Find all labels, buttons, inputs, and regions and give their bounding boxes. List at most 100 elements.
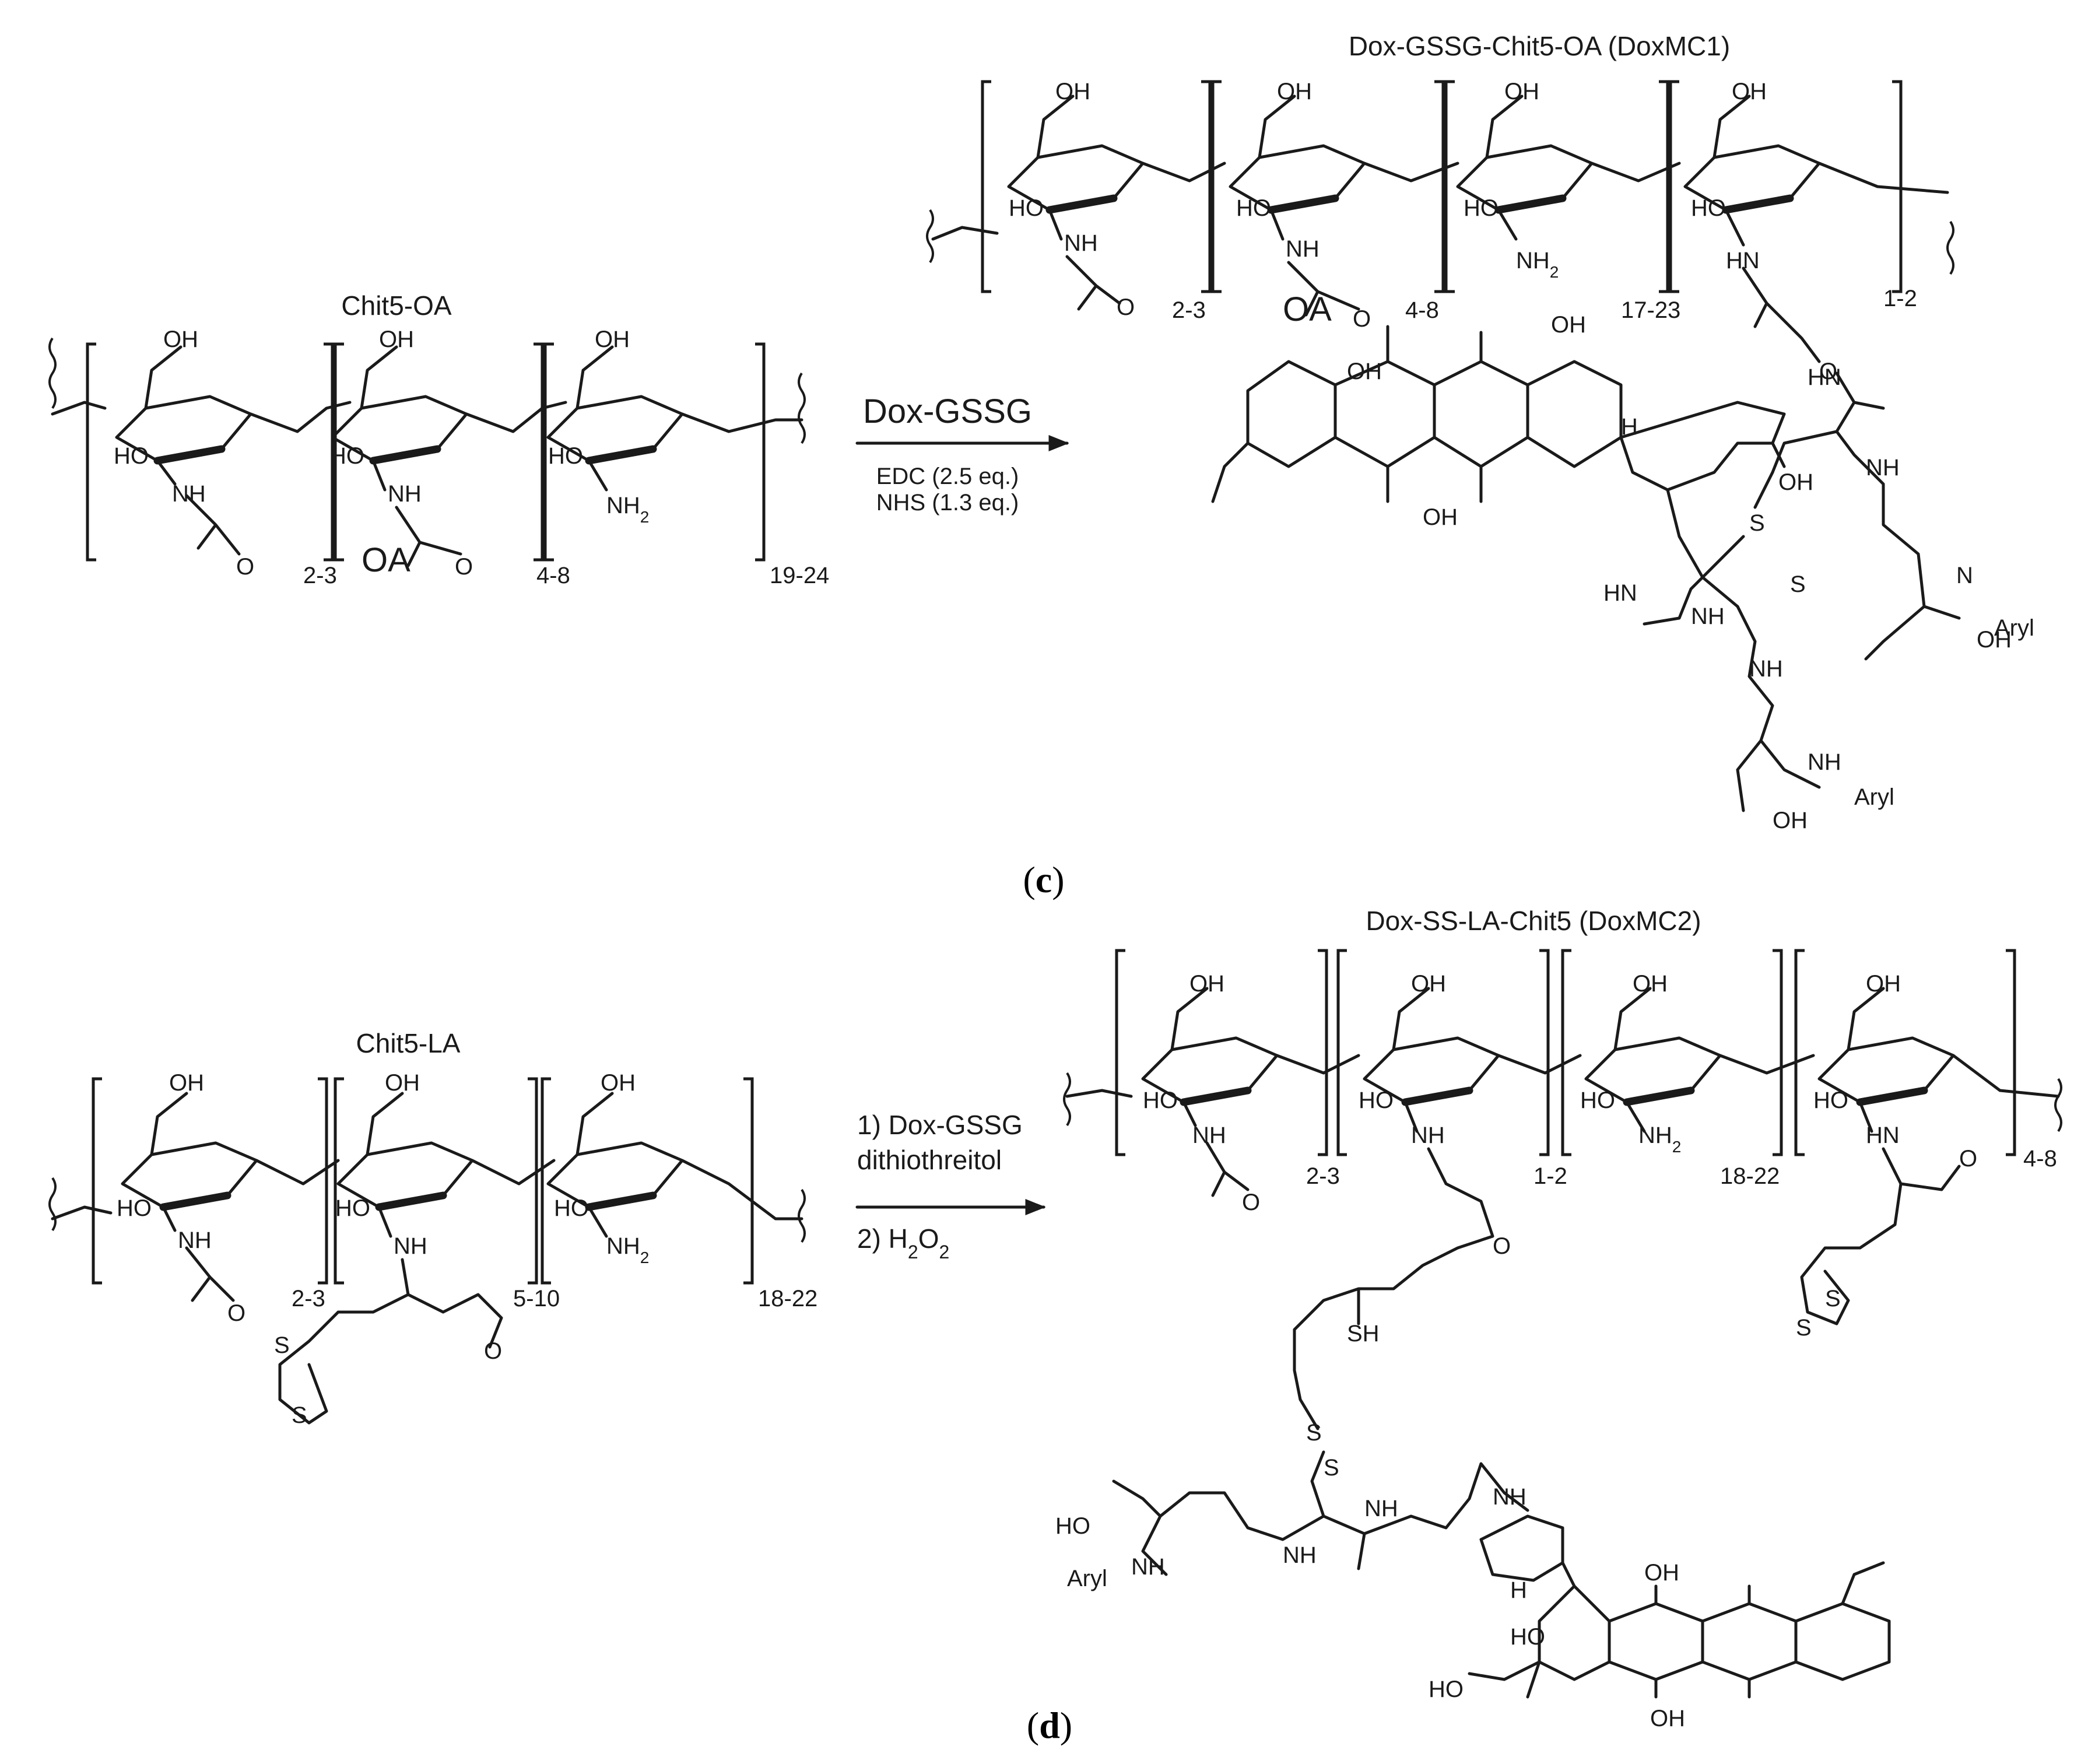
svg-text:HO: HO [335, 1195, 370, 1221]
svg-text:NH: NH [1131, 1554, 1165, 1580]
svg-text:HO: HO [1510, 1624, 1545, 1650]
svg-text:H: H [1621, 414, 1638, 440]
svg-text:O: O [1959, 1146, 1977, 1172]
oa-label: OA [362, 541, 410, 579]
svg-text:HO: HO [1813, 1088, 1848, 1113]
svg-text:NH: NH [1364, 1496, 1398, 1521]
svg-text:H: H [1510, 1577, 1527, 1603]
svg-text:S: S [1324, 1455, 1339, 1481]
product-doxmc2: Dox-SS-LA-Chit5 (DoxMC2) [1055, 906, 2062, 1731]
svg-text:OH: OH [1277, 79, 1312, 104]
svg-text:18-22: 18-22 [1720, 1163, 1780, 1189]
svg-text:NH2: NH2 [1638, 1123, 1681, 1156]
unit-subscript-2: 4-8 [536, 563, 570, 588]
svg-text:OH: OH [1977, 627, 2012, 653]
svg-text:17-23: 17-23 [1621, 297, 1680, 323]
svg-text:O: O [484, 1338, 502, 1364]
unit-subscript-3: 19-24 [770, 563, 829, 588]
ho-label: HO [548, 443, 583, 469]
svg-text:OH: OH [1423, 504, 1458, 530]
svg-text:NH: NH [1493, 1484, 1526, 1510]
oh-label: OH [379, 327, 414, 352]
svg-text:NH: NH [1749, 656, 1783, 682]
bracket-close-2 [534, 342, 544, 562]
svg-text:Aryl: Aryl [1067, 1566, 1107, 1591]
svg-text:NH2: NH2 [606, 1233, 649, 1267]
bracket-close-3 [755, 342, 766, 562]
svg-text:OH: OH [1504, 79, 1539, 104]
svg-text:OH: OH [1778, 469, 1813, 495]
reagent-label: Dox-GSSG [863, 392, 1032, 430]
svg-text:S: S [1796, 1315, 1812, 1341]
svg-text:S: S [1790, 571, 1806, 597]
svg-text:NH: NH [394, 1233, 427, 1259]
svg-text:NH: NH [1283, 1542, 1317, 1568]
svg-text:NH: NH [1808, 749, 1841, 775]
condition-1: EDC (2.5 eq.) [876, 464, 1019, 489]
nh2-label: NH2 [606, 493, 649, 526]
panel-c: Chit5-OA [48, 31, 2034, 900]
svg-text:S: S [1825, 1286, 1841, 1311]
svg-text:OH: OH [1644, 1560, 1679, 1586]
svg-text:18-22: 18-22 [758, 1286, 817, 1311]
svg-text:Aryl: Aryl [1854, 784, 1894, 810]
chain-end-left [48, 337, 57, 409]
reaction-arrow-d: 1) Dox-GSSG dithiothreitol 2) H2O2 [855, 1110, 1046, 1262]
unit-subscript-1: 2-3 [303, 563, 337, 588]
svg-text:O: O [1493, 1233, 1511, 1259]
svg-text:HO: HO [1009, 195, 1044, 221]
svg-text:N: N [1956, 563, 1973, 588]
svg-text:HO: HO [117, 1195, 152, 1221]
svg-text:NH: NH [1064, 230, 1098, 256]
oh-label: OH [595, 327, 630, 352]
svg-text:HO: HO [1464, 195, 1499, 221]
svg-text:O: O [1353, 306, 1371, 332]
svg-text:HN: HN [1726, 248, 1760, 273]
svg-text:OH: OH [1055, 79, 1090, 104]
svg-text:OH: OH [1411, 971, 1446, 997]
svg-text:HO: HO [554, 1195, 589, 1221]
svg-text:NH: NH [1286, 236, 1320, 262]
svg-text:OH: OH [1551, 312, 1586, 338]
svg-text:HN: HN [1866, 1123, 1900, 1148]
svg-text:NH: NH [178, 1228, 212, 1253]
svg-text:HN: HN [1808, 364, 1841, 390]
panel-label-c: (c) [1023, 859, 1064, 900]
svg-text:NH: NH [1411, 1123, 1445, 1148]
o-label: O [236, 554, 254, 580]
chain-end-right [798, 372, 806, 444]
svg-text:Aryl: Aryl [1994, 615, 2034, 641]
svg-text:dithiothreitol: dithiothreitol [857, 1145, 1002, 1175]
svg-text:NH: NH [1192, 1123, 1226, 1148]
bracket-close-1 [324, 342, 334, 562]
svg-text:O: O [1117, 294, 1135, 320]
svg-text:5-10: 5-10 [513, 1286, 560, 1311]
svg-text:OH: OH [1633, 971, 1668, 997]
svg-text:1) Dox-GSSG: 1) Dox-GSSG [857, 1110, 1023, 1140]
svg-text:2-3: 2-3 [292, 1286, 325, 1311]
svg-text:OH: OH [1347, 359, 1382, 384]
svg-text:S: S [1749, 510, 1765, 536]
svg-text:4-8: 4-8 [2023, 1146, 2057, 1172]
svg-text:OH: OH [385, 1070, 420, 1096]
ho-label: HO [114, 443, 149, 469]
bracket-open-1 [86, 342, 96, 562]
svg-text:O: O [227, 1300, 245, 1326]
panel-label-d: (d) [1027, 1705, 1072, 1746]
svg-text:OH: OH [1866, 971, 1901, 997]
svg-text:S: S [292, 1402, 307, 1428]
reactant-chit5-oa: Chit5-OA [48, 290, 829, 588]
nh-label: NH [172, 481, 206, 507]
svg-text:OH: OH [1650, 1706, 1685, 1731]
svg-text:S: S [1306, 1420, 1322, 1446]
svg-text:4-8: 4-8 [1405, 297, 1439, 323]
svg-text:OA: OA [1283, 290, 1332, 328]
product-doxmc1: Dox-GSSG-Chit5-OA (DoxMC1) [926, 31, 2034, 833]
ho-label: HO [329, 443, 364, 469]
nh-label: NH [388, 481, 422, 507]
product-name: Dox-GSSG-Chit5-OA (DoxMC1) [1349, 31, 1730, 61]
svg-text:HO: HO [1236, 195, 1271, 221]
oh-label: OH [163, 327, 198, 352]
svg-text:2-3: 2-3 [1172, 297, 1206, 323]
